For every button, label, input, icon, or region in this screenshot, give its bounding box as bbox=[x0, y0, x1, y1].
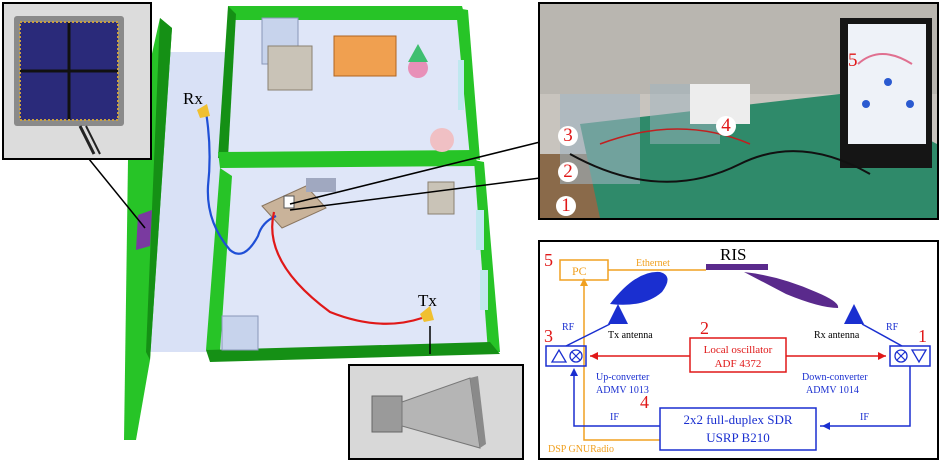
mixer-icon bbox=[569, 349, 583, 363]
cabinet bbox=[267, 45, 313, 91]
tx-label: Tx bbox=[418, 291, 437, 310]
lab-label-2: 2 bbox=[558, 162, 578, 182]
label-3: 3 bbox=[544, 326, 553, 346]
rx-label: Rx bbox=[183, 89, 203, 108]
tx-antenna-icon bbox=[420, 306, 434, 322]
arrow-head bbox=[822, 422, 830, 430]
mixer-icon bbox=[894, 349, 908, 363]
label-4: 4 bbox=[640, 392, 649, 412]
table-round bbox=[430, 128, 454, 152]
lab-label-1: 1 bbox=[556, 196, 576, 216]
lab-label-5: 5 bbox=[848, 50, 858, 71]
horn-antenna-image bbox=[350, 366, 522, 458]
ris-device bbox=[283, 195, 295, 209]
callout-line-lab bbox=[289, 177, 541, 211]
plant-icon bbox=[408, 44, 428, 62]
upper-right-wall bbox=[456, 8, 480, 160]
sdr-label: 2x2 full-duplex SDR bbox=[683, 412, 792, 427]
callout-line-ris-panel bbox=[79, 147, 146, 229]
ris-label: RIS bbox=[720, 245, 746, 264]
horn-antenna-photo bbox=[348, 364, 524, 460]
rx-antenna-icon bbox=[844, 304, 864, 324]
usrp-label: USRP B210 bbox=[706, 430, 769, 445]
divider-wall bbox=[218, 150, 478, 168]
lower-front-wall bbox=[206, 342, 500, 362]
arrow-head bbox=[580, 278, 588, 286]
if-line-left bbox=[573, 370, 660, 427]
upper-left-wall bbox=[218, 6, 236, 158]
amplifier-icon bbox=[910, 349, 928, 364]
ris-panel bbox=[136, 210, 152, 250]
if-right-label: IF bbox=[860, 412, 869, 423]
lab-label-3: 3 bbox=[558, 126, 578, 146]
ris-photo bbox=[2, 2, 152, 160]
rf-line-rx bbox=[861, 323, 903, 347]
rf-right-label: RF bbox=[886, 322, 899, 333]
ris-photo-image bbox=[14, 16, 124, 155]
sofa bbox=[333, 35, 397, 77]
arrow-head bbox=[570, 368, 578, 376]
rx-antenna-label: Rx antenna bbox=[814, 330, 860, 341]
block-diagram-svg: RIS PC Ethernet 5 Tx antenna Rx antenna … bbox=[544, 245, 931, 455]
rf-left-label: RF bbox=[562, 322, 575, 333]
lower-right-wall bbox=[474, 160, 500, 352]
side-cabinet bbox=[427, 181, 455, 215]
label-1: 1 bbox=[918, 326, 927, 346]
lab-label-4: 4 bbox=[716, 116, 736, 136]
cabinet-small bbox=[306, 178, 336, 192]
arrow-head bbox=[878, 352, 886, 360]
tx-beam-lobe bbox=[610, 271, 668, 305]
reflected-beam-lobe bbox=[744, 272, 839, 308]
rf-line-tx bbox=[565, 323, 611, 347]
ethernet-label: Ethernet bbox=[636, 258, 670, 269]
tx-antenna-label: Tx antenna bbox=[608, 330, 653, 341]
window bbox=[458, 60, 464, 110]
pc-label: PC bbox=[572, 264, 587, 278]
dsp-line bbox=[583, 280, 660, 441]
window bbox=[476, 210, 484, 250]
local-oscillator-label: Local oscillator bbox=[704, 344, 773, 356]
tx-cable bbox=[271, 211, 423, 325]
up-converter-box bbox=[545, 345, 587, 367]
lab-setup-photo: 1 2 3 4 5 bbox=[538, 2, 939, 220]
admv1013-label: ADMV 1013 bbox=[596, 385, 649, 396]
tx-antenna-icon bbox=[608, 304, 628, 324]
box bbox=[221, 315, 259, 351]
if-left-label: IF bbox=[610, 412, 619, 423]
dsp-label: DSP GNURadio bbox=[548, 444, 614, 455]
block-diagram: RIS PC Ethernet 5 Tx antenna Rx antenna … bbox=[538, 240, 939, 460]
admv1014-label: ADMV 1014 bbox=[806, 385, 859, 396]
sdr-box bbox=[659, 407, 817, 451]
if-line-right bbox=[820, 366, 911, 427]
amplifier-icon bbox=[550, 348, 568, 363]
up-converter-label: Up-converter bbox=[596, 372, 650, 383]
arrow-head bbox=[590, 352, 598, 360]
down-converter-box bbox=[889, 345, 931, 367]
plant-pot bbox=[408, 58, 428, 78]
upper-back-wall bbox=[228, 6, 466, 20]
lower-left-wall bbox=[206, 168, 232, 352]
ris-bar bbox=[706, 264, 768, 270]
local-oscillator-box bbox=[689, 337, 787, 373]
corridor-floor bbox=[150, 52, 232, 352]
corridor-left-wall-edge bbox=[146, 18, 172, 360]
label-5: 5 bbox=[544, 250, 553, 270]
adf-label: ADF 4372 bbox=[715, 358, 762, 370]
callout-line-lab bbox=[289, 141, 541, 205]
down-converter-label: Down-converter bbox=[802, 372, 868, 383]
upper-room-floor bbox=[222, 10, 470, 152]
window bbox=[480, 270, 488, 310]
label-2: 2 bbox=[700, 318, 709, 338]
rx-antenna-icon bbox=[197, 104, 210, 118]
rx-cable bbox=[204, 111, 277, 255]
lab-setup-image bbox=[540, 4, 937, 218]
